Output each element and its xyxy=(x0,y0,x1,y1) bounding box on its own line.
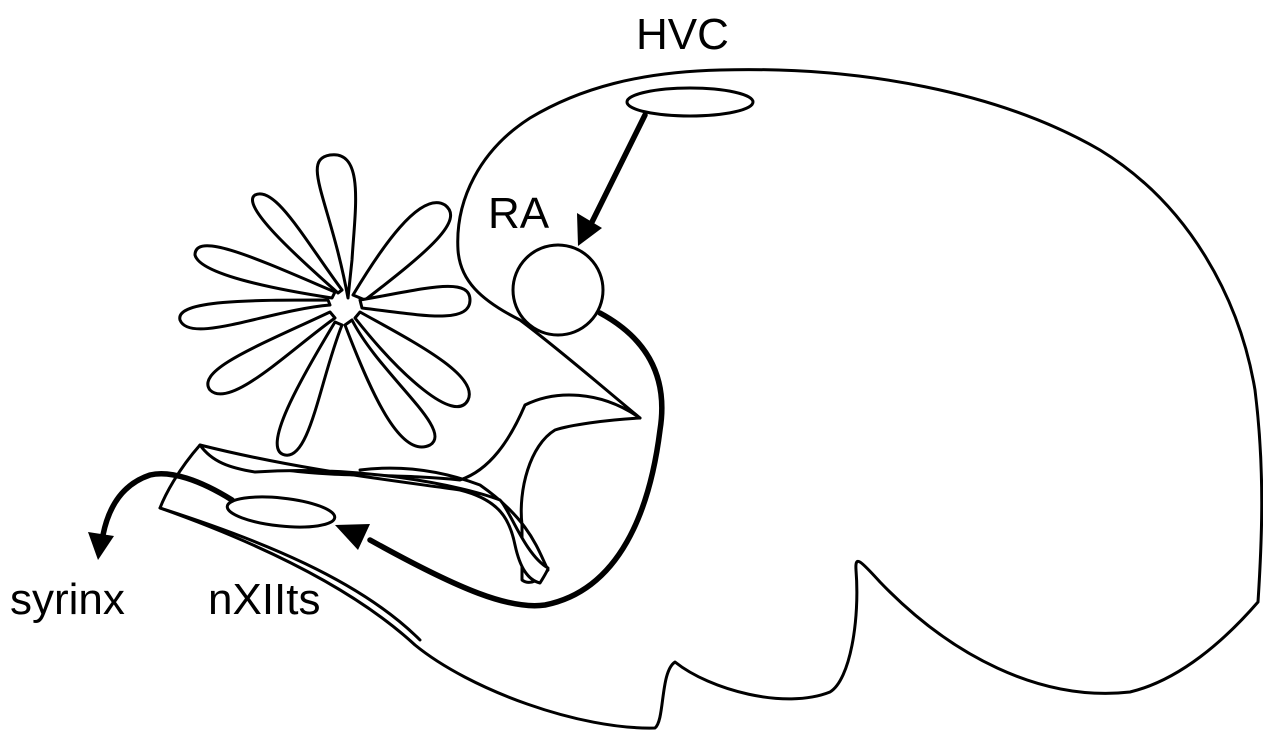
nxiits-label: nXIIts xyxy=(208,575,321,624)
syrinx-label: syrinx xyxy=(10,575,125,624)
nxiits-to-syrinx-arrowhead xyxy=(88,532,114,560)
cerebellum-folia xyxy=(180,155,470,456)
hvc-nucleus xyxy=(627,88,753,116)
hvc-label: HVC xyxy=(636,10,729,59)
ra-nucleus xyxy=(513,245,603,335)
ra-label: RA xyxy=(488,189,550,238)
